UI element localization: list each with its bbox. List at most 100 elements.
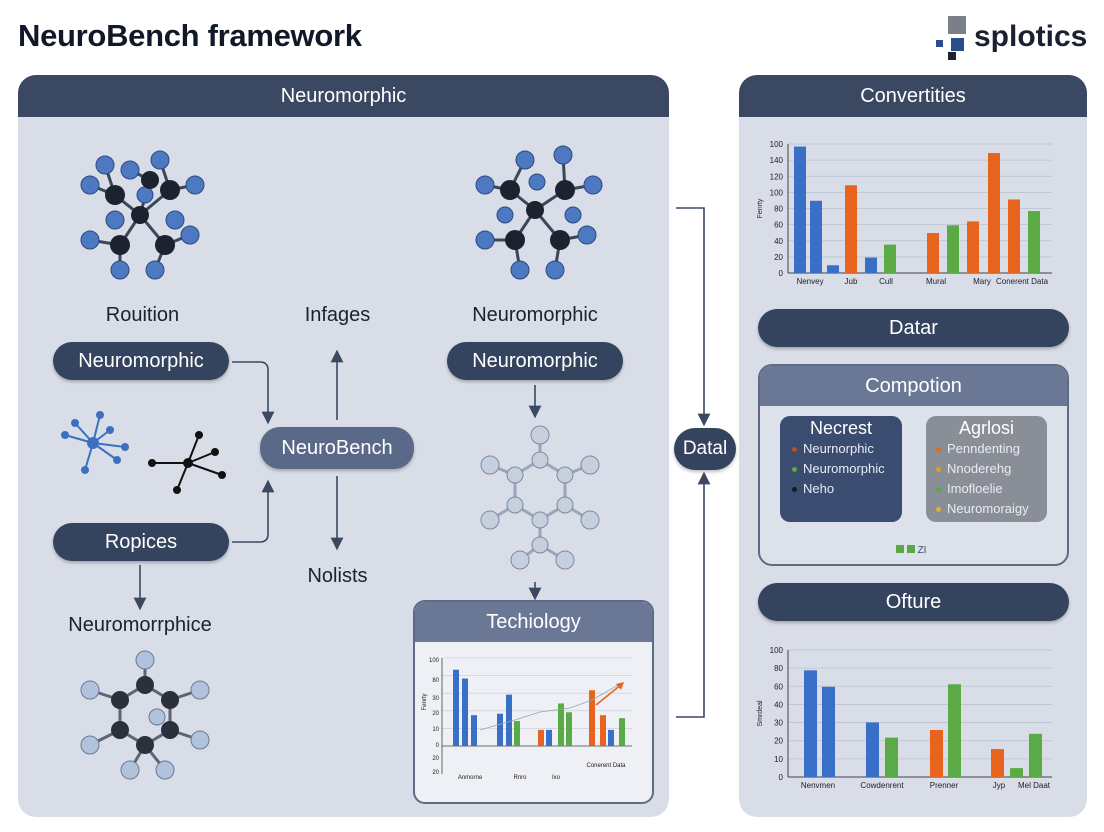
x-tick-label: Mel Daat — [1018, 781, 1051, 790]
y-tick-label: 140 — [770, 156, 784, 165]
x-tick-label: Mary — [973, 277, 991, 286]
ofture-node[interactable]: Ofture — [758, 583, 1069, 621]
chart-bar — [845, 185, 857, 273]
y-tick-label: 100 — [770, 188, 784, 197]
y-axis-label: Fenrty — [757, 198, 764, 218]
legend-item: Neho — [792, 479, 902, 499]
datar-node[interactable]: Datar — [758, 309, 1069, 347]
label-neuromorphic: Neuromorphic — [472, 304, 598, 326]
square-icon — [906, 545, 915, 553]
neuromorphic-node-left[interactable]: Neuromorphic — [53, 342, 229, 380]
chart-bar — [566, 712, 572, 746]
y-tick-label: 100 — [770, 140, 784, 149]
square-icon — [896, 545, 904, 553]
x-tick-label: Nenvey — [796, 277, 823, 286]
y-tick-label: 60 — [774, 682, 783, 691]
x-tick-label: Nenvmen — [801, 781, 835, 790]
chart-bar — [506, 694, 512, 746]
chart-bar — [884, 244, 896, 273]
ropices-node[interactable]: Ropices — [53, 523, 229, 561]
brand-name: splotics — [974, 20, 1088, 53]
datal-node[interactable]: Datal — [674, 428, 736, 470]
y-tick-label: 100 — [770, 646, 784, 655]
x-tick-label: Jub — [845, 277, 858, 286]
label-neuromorrphice: Neuromorrphice — [68, 614, 212, 636]
chart-bar — [988, 153, 1000, 273]
x-tick-label: Ixo — [552, 775, 561, 781]
dot-icon — [792, 467, 797, 473]
chart-bar — [967, 221, 979, 273]
y-tick-label: 20 — [774, 253, 783, 262]
chart-bar — [453, 669, 459, 746]
y-tick-label: 10 — [774, 755, 783, 764]
network-icon — [61, 411, 129, 474]
neurobench-node[interactable]: NeuroBench — [260, 427, 414, 469]
x-tick-label: Cull — [879, 277, 893, 286]
dot-icon — [936, 467, 941, 473]
chart-bar — [608, 729, 614, 746]
y-tick-label: 0 — [779, 773, 784, 782]
legend-item: Neurnorphic — [792, 439, 902, 459]
page-title: NeuroBench framework — [18, 18, 362, 53]
chart-bar — [1028, 211, 1040, 273]
chart-bar — [865, 257, 877, 273]
y-tick-label: 20 — [432, 711, 439, 717]
dot-icon — [792, 487, 797, 493]
trend-arrow-head — [616, 682, 624, 690]
y-tick-label: 100 — [429, 658, 440, 664]
y-tick-label: 40 — [774, 237, 783, 246]
label-nolists: Nolists — [307, 565, 368, 587]
splotics-logo-icon — [936, 16, 966, 60]
chart-bar — [538, 729, 544, 746]
y-tick-label: 80 — [432, 678, 439, 684]
y-tick-label: 10 — [432, 727, 439, 733]
y-tick-label: 120 — [770, 172, 784, 181]
molecule-icon — [80, 650, 210, 780]
panel-header: Convertities — [739, 75, 1087, 117]
panel-header: Neuromorphic — [18, 75, 669, 117]
molecule-icon — [475, 145, 603, 280]
x-tick-label: Cowdenrent — [860, 781, 904, 790]
y-tick-label: 0 — [779, 269, 784, 278]
x-tick-label: Conerent Data — [996, 277, 1049, 286]
dot-icon — [936, 447, 941, 453]
chart-bar — [497, 713, 503, 746]
chart-bar — [600, 715, 606, 746]
y-tick-label: 30 — [774, 719, 783, 728]
x-tick-label: Rnro — [513, 775, 527, 781]
chart-bar — [947, 225, 959, 273]
brand-logo: splotics — [934, 14, 1094, 62]
chart-bar — [810, 200, 822, 273]
legend-box-agrlosi: Agrlosi Penndenting Nnoderehg Imofloelie… — [926, 416, 1047, 522]
legend-item: Neuromoraigy — [936, 499, 1047, 519]
x-tick-label: Conerent Data — [586, 763, 626, 769]
chart-bar — [927, 233, 939, 273]
chart-bar — [930, 730, 943, 777]
chart-bar — [462, 678, 468, 746]
chart-bar — [948, 684, 961, 777]
x-tick-label: Prenner — [930, 781, 959, 790]
legend-item: Penndenting — [936, 439, 1047, 459]
y-tick-label: 60 — [774, 221, 783, 230]
legend-title: Necrest — [809, 418, 872, 438]
legend-box-necrest: Necrest Neurnorphic Neuromorphic Neho — [780, 416, 902, 522]
legend-item: Neuromorphic — [792, 459, 902, 479]
molecule-icon — [80, 150, 205, 280]
y-axis-label: Smrdeal — [757, 700, 764, 727]
chart-bar — [514, 721, 520, 746]
y-tick-label: 40 — [774, 700, 783, 709]
chart-bar — [827, 265, 839, 273]
neuromorphic-node-right[interactable]: Neuromorphic — [447, 342, 623, 380]
legend-item: Imofloelie — [936, 479, 1047, 499]
y-tick-label: 20 — [432, 770, 439, 776]
chart-bar — [1029, 733, 1042, 777]
chart-bar — [546, 729, 552, 746]
chart-bar — [1008, 199, 1020, 273]
chart-bar — [804, 670, 817, 777]
chart-bar — [866, 722, 879, 777]
chart-bar — [885, 737, 898, 777]
chart-bar — [1010, 768, 1023, 777]
legend-title: Agrlosi — [958, 418, 1015, 438]
y-axis-label: Fenrty — [422, 693, 428, 710]
